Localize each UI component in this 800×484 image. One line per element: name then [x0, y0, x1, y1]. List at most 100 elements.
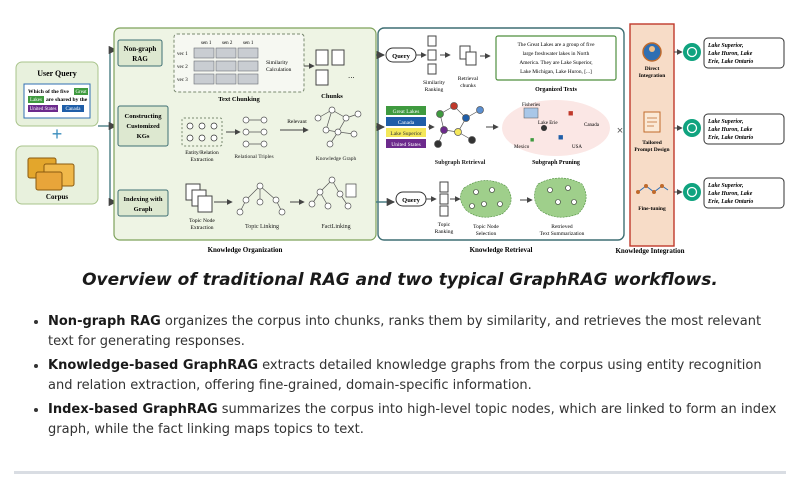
topic-node-extraction: Topic Node Extraction — [185, 183, 215, 231]
svg-text:Topic Node: Topic Node — [189, 218, 215, 224]
svg-text:Constructing: Constructing — [125, 113, 163, 120]
topic-linking-tree: Topic Linking — [236, 182, 286, 230]
query-chip-great: Great — [75, 90, 87, 95]
svg-text:Indexing with: Indexing with — [123, 196, 162, 203]
figure-caption: Overview of traditional RAG and two typi… — [82, 270, 718, 290]
list-item: Knowledge-based GraphRAG extracts detail… — [48, 356, 788, 396]
knowledge-integration-panel: Direct Integration Tailored Prompt Desig… — [615, 23, 685, 255]
svg-text:FactLinking: FactLinking — [321, 224, 350, 230]
svg-text:Retrieval: Retrieval — [458, 76, 479, 82]
knowledge-organization-panel: Non-graph RAG Constructing Customized KG… — [113, 27, 377, 254]
svg-text:Query: Query — [402, 197, 420, 204]
list-item: Non-graph RAG organizes the corpus into … — [48, 312, 788, 352]
mexico-flag-icon: ■ — [530, 137, 534, 144]
svg-text:vec 2: vec 2 — [177, 65, 188, 70]
svg-text:RAG: RAG — [132, 55, 148, 63]
chatgpt-icon — [683, 119, 701, 137]
corpus-panel: Corpus — [15, 145, 99, 205]
bullet-text: summarizes the corpus into high-level to… — [48, 402, 777, 437]
knowledge-integration-label: Knowledge Integration — [615, 247, 684, 255]
svg-text:vec 3: vec 3 — [177, 78, 188, 83]
svg-text:Integration: Integration — [639, 73, 666, 79]
svg-text:Retrieved: Retrieved — [551, 224, 573, 230]
svg-text:Direct: Direct — [645, 66, 660, 72]
row-label-indexing-with-graph: Indexing with Graph — [117, 189, 169, 217]
svg-text:Lake Michigan, Lake Huron, [..: Lake Michigan, Lake Huron, [...] — [520, 69, 592, 75]
svg-text:Erie, Lake Ontario: Erie, Lake Ontario — [707, 199, 753, 205]
svg-text:Lake Huron, Lake: Lake Huron, Lake — [707, 51, 753, 57]
bullet-text: organizes the corpus into chunks, ranks … — [48, 314, 762, 349]
svg-text:USA: USA — [572, 145, 582, 150]
similarity-ranking-docs: Similarity Ranking — [423, 35, 445, 93]
bullet-term: Knowledge-based GraphRAG — [48, 358, 258, 373]
graphrag-overview-diagram: User Query Which of the five Great Lakes… — [15, 23, 785, 255]
topic-ranking-docs: Topic Ranking — [435, 181, 454, 235]
svg-text:United States: United States — [391, 142, 420, 148]
svg-text:...: ... — [348, 71, 355, 80]
fine-tuning: Fine-tuning — [636, 184, 669, 212]
corpus-label: Corpus — [46, 193, 68, 201]
bullet-term: Non-graph RAG — [48, 314, 161, 329]
svg-text:Knowledge Graph: Knowledge Graph — [316, 156, 357, 162]
query-line-2: are shared by the — [46, 97, 88, 103]
svg-text:Topic Linking: Topic Linking — [245, 224, 279, 230]
svg-text:Topic Node: Topic Node — [473, 224, 499, 230]
svg-text:Erie, Lake Ontario: Erie, Lake Ontario — [707, 135, 753, 141]
svg-text:Lake Superior,: Lake Superior, — [707, 183, 743, 189]
svg-text:sen 2: sen 2 — [222, 41, 233, 46]
svg-text:sen 1: sen 1 — [201, 41, 212, 46]
svg-text:Calculation: Calculation — [266, 67, 292, 73]
direct-integration: Direct Integration — [639, 42, 666, 79]
svg-text:America. They are Lake Superio: America. They are Lake Superior, — [519, 60, 593, 66]
relational-triples: Relational Triples — [234, 116, 274, 160]
svg-text:Text Summarization: Text Summarization — [540, 231, 585, 237]
relevant-label: Relevant — [287, 119, 307, 125]
svg-text:Prompt Design: Prompt Design — [634, 147, 669, 153]
svg-text:Fisheries: Fisheries — [522, 103, 540, 108]
query-chip-canada: Canada — [66, 107, 82, 112]
svg-text:Relational Triples: Relational Triples — [234, 154, 273, 160]
svg-text:Ranking: Ranking — [425, 87, 444, 93]
svg-text:Subgraph Pruning: Subgraph Pruning — [532, 160, 580, 166]
svg-text:Lake Superior,: Lake Superior, — [707, 43, 743, 49]
times-icon: × — [617, 125, 623, 137]
svg-text:Extraction: Extraction — [191, 157, 214, 163]
user-query-title: User Query — [37, 69, 77, 78]
fact-linking: FactLinking — [308, 176, 357, 230]
entity-chips: Great Lakes Canada Lake Superior United … — [386, 106, 426, 148]
chatgpt-icon — [683, 43, 701, 61]
row-label-nongraph-rag: Non-graph RAG — [117, 39, 163, 67]
svg-text:Entity/Relation: Entity/Relation — [185, 150, 219, 156]
svg-text:Lake Erie: Lake Erie — [538, 121, 558, 126]
svg-text:Subgraph Retrieval: Subgraph Retrieval — [435, 160, 486, 166]
knowledge-organization-label: Knowledge Organization — [208, 246, 283, 254]
svg-text:Great Lakes: Great Lakes — [393, 109, 420, 115]
svg-text:KGs: KGs — [137, 133, 150, 140]
plus-icon: + — [52, 124, 63, 144]
retrieved-text-summarization: Retrieved Text Summarization — [534, 177, 587, 237]
svg-text:Topic: Topic — [438, 222, 451, 228]
answer-output-2: Lake Superior, Lake Huron, Lake Erie, La… — [674, 113, 785, 145]
svg-text:Chunks: Chunks — [321, 93, 343, 100]
divider — [14, 471, 786, 474]
svg-text:Fine-tuning: Fine-tuning — [638, 206, 666, 212]
query-pill-bottom: Query — [395, 191, 427, 207]
query-pill-top: Query — [385, 47, 417, 63]
answer-output-1: Lake Superior, Lake Huron, Lake Erie, La… — [674, 37, 785, 69]
svg-text:Query: Query — [392, 53, 410, 60]
entity-relation-extraction: Entity/Relation Extraction — [181, 117, 223, 163]
svg-text:Erie, Lake Ontario: Erie, Lake Ontario — [707, 59, 753, 65]
query-line-1: Which of the five — [28, 89, 69, 95]
svg-text:Canada: Canada — [584, 123, 600, 128]
bullet-term: Index-based GraphRAG — [48, 402, 218, 417]
subgraph-retrieval-graph: Subgraph Retrieval — [434, 102, 486, 166]
topic-node-selection: Topic Node Selection — [460, 180, 512, 237]
knowledge-retrieval-label: Knowledge Retrieval — [470, 246, 533, 254]
text-chunking-label: Text Chunking — [218, 96, 260, 103]
list-item: Index-based GraphRAG summarizes the corp… — [48, 400, 788, 440]
svg-text:Lake Superior: Lake Superior — [390, 131, 421, 137]
svg-text:Ranking: Ranking — [435, 229, 454, 235]
row-label-constructing-kgs: Constructing Customized KGs — [117, 105, 169, 147]
input-connectors — [98, 45, 118, 207]
bullet-text: extracts detailed knowledge graphs from … — [48, 358, 762, 393]
